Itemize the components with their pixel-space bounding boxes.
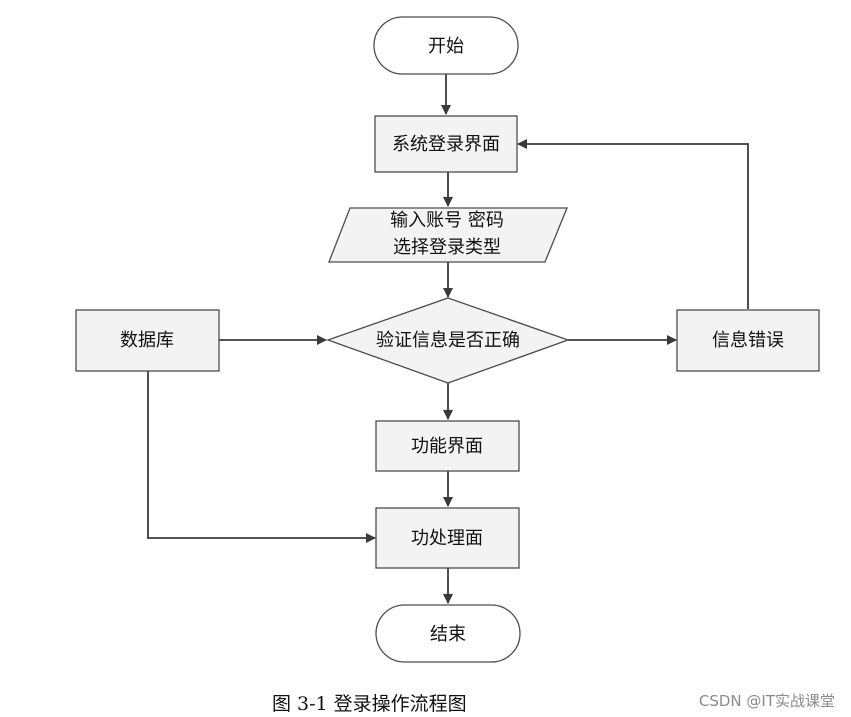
error-node: 信息错误: [676, 309, 820, 372]
verify-decision-node: 验证信息是否正确: [326, 297, 570, 384]
verify-label: 验证信息是否正确: [376, 330, 520, 351]
database-label: 数据库: [120, 330, 174, 351]
start-label: 开始: [428, 36, 464, 57]
function-ui-label: 功能界面: [411, 436, 483, 457]
login-ui-label: 系统登录界面: [392, 134, 500, 155]
process-ui-node: 功处理面: [375, 507, 520, 569]
connector-database-to-process: [147, 371, 376, 543]
start-node: 开始: [373, 16, 519, 75]
input-node: 输入账号 密码 选择登录类型: [328, 207, 568, 263]
connector-error-to-login: [517, 139, 749, 309]
input-label-line1: 输入账号 密码: [390, 210, 504, 231]
login-ui-node: 系统登录界面: [374, 115, 518, 173]
database-node: 数据库: [75, 309, 220, 372]
end-label: 结束: [430, 624, 466, 645]
watermark: CSDN @IT实战课堂: [698, 692, 835, 710]
end-node: 结束: [375, 604, 521, 663]
figure-caption: 图 3-1 登录操作流程图: [272, 693, 467, 715]
process-ui-label: 功处理面: [411, 528, 483, 549]
function-ui-node: 功能界面: [375, 420, 520, 472]
input-label-line2: 选择登录类型: [393, 237, 501, 258]
error-label: 信息错误: [712, 330, 784, 351]
